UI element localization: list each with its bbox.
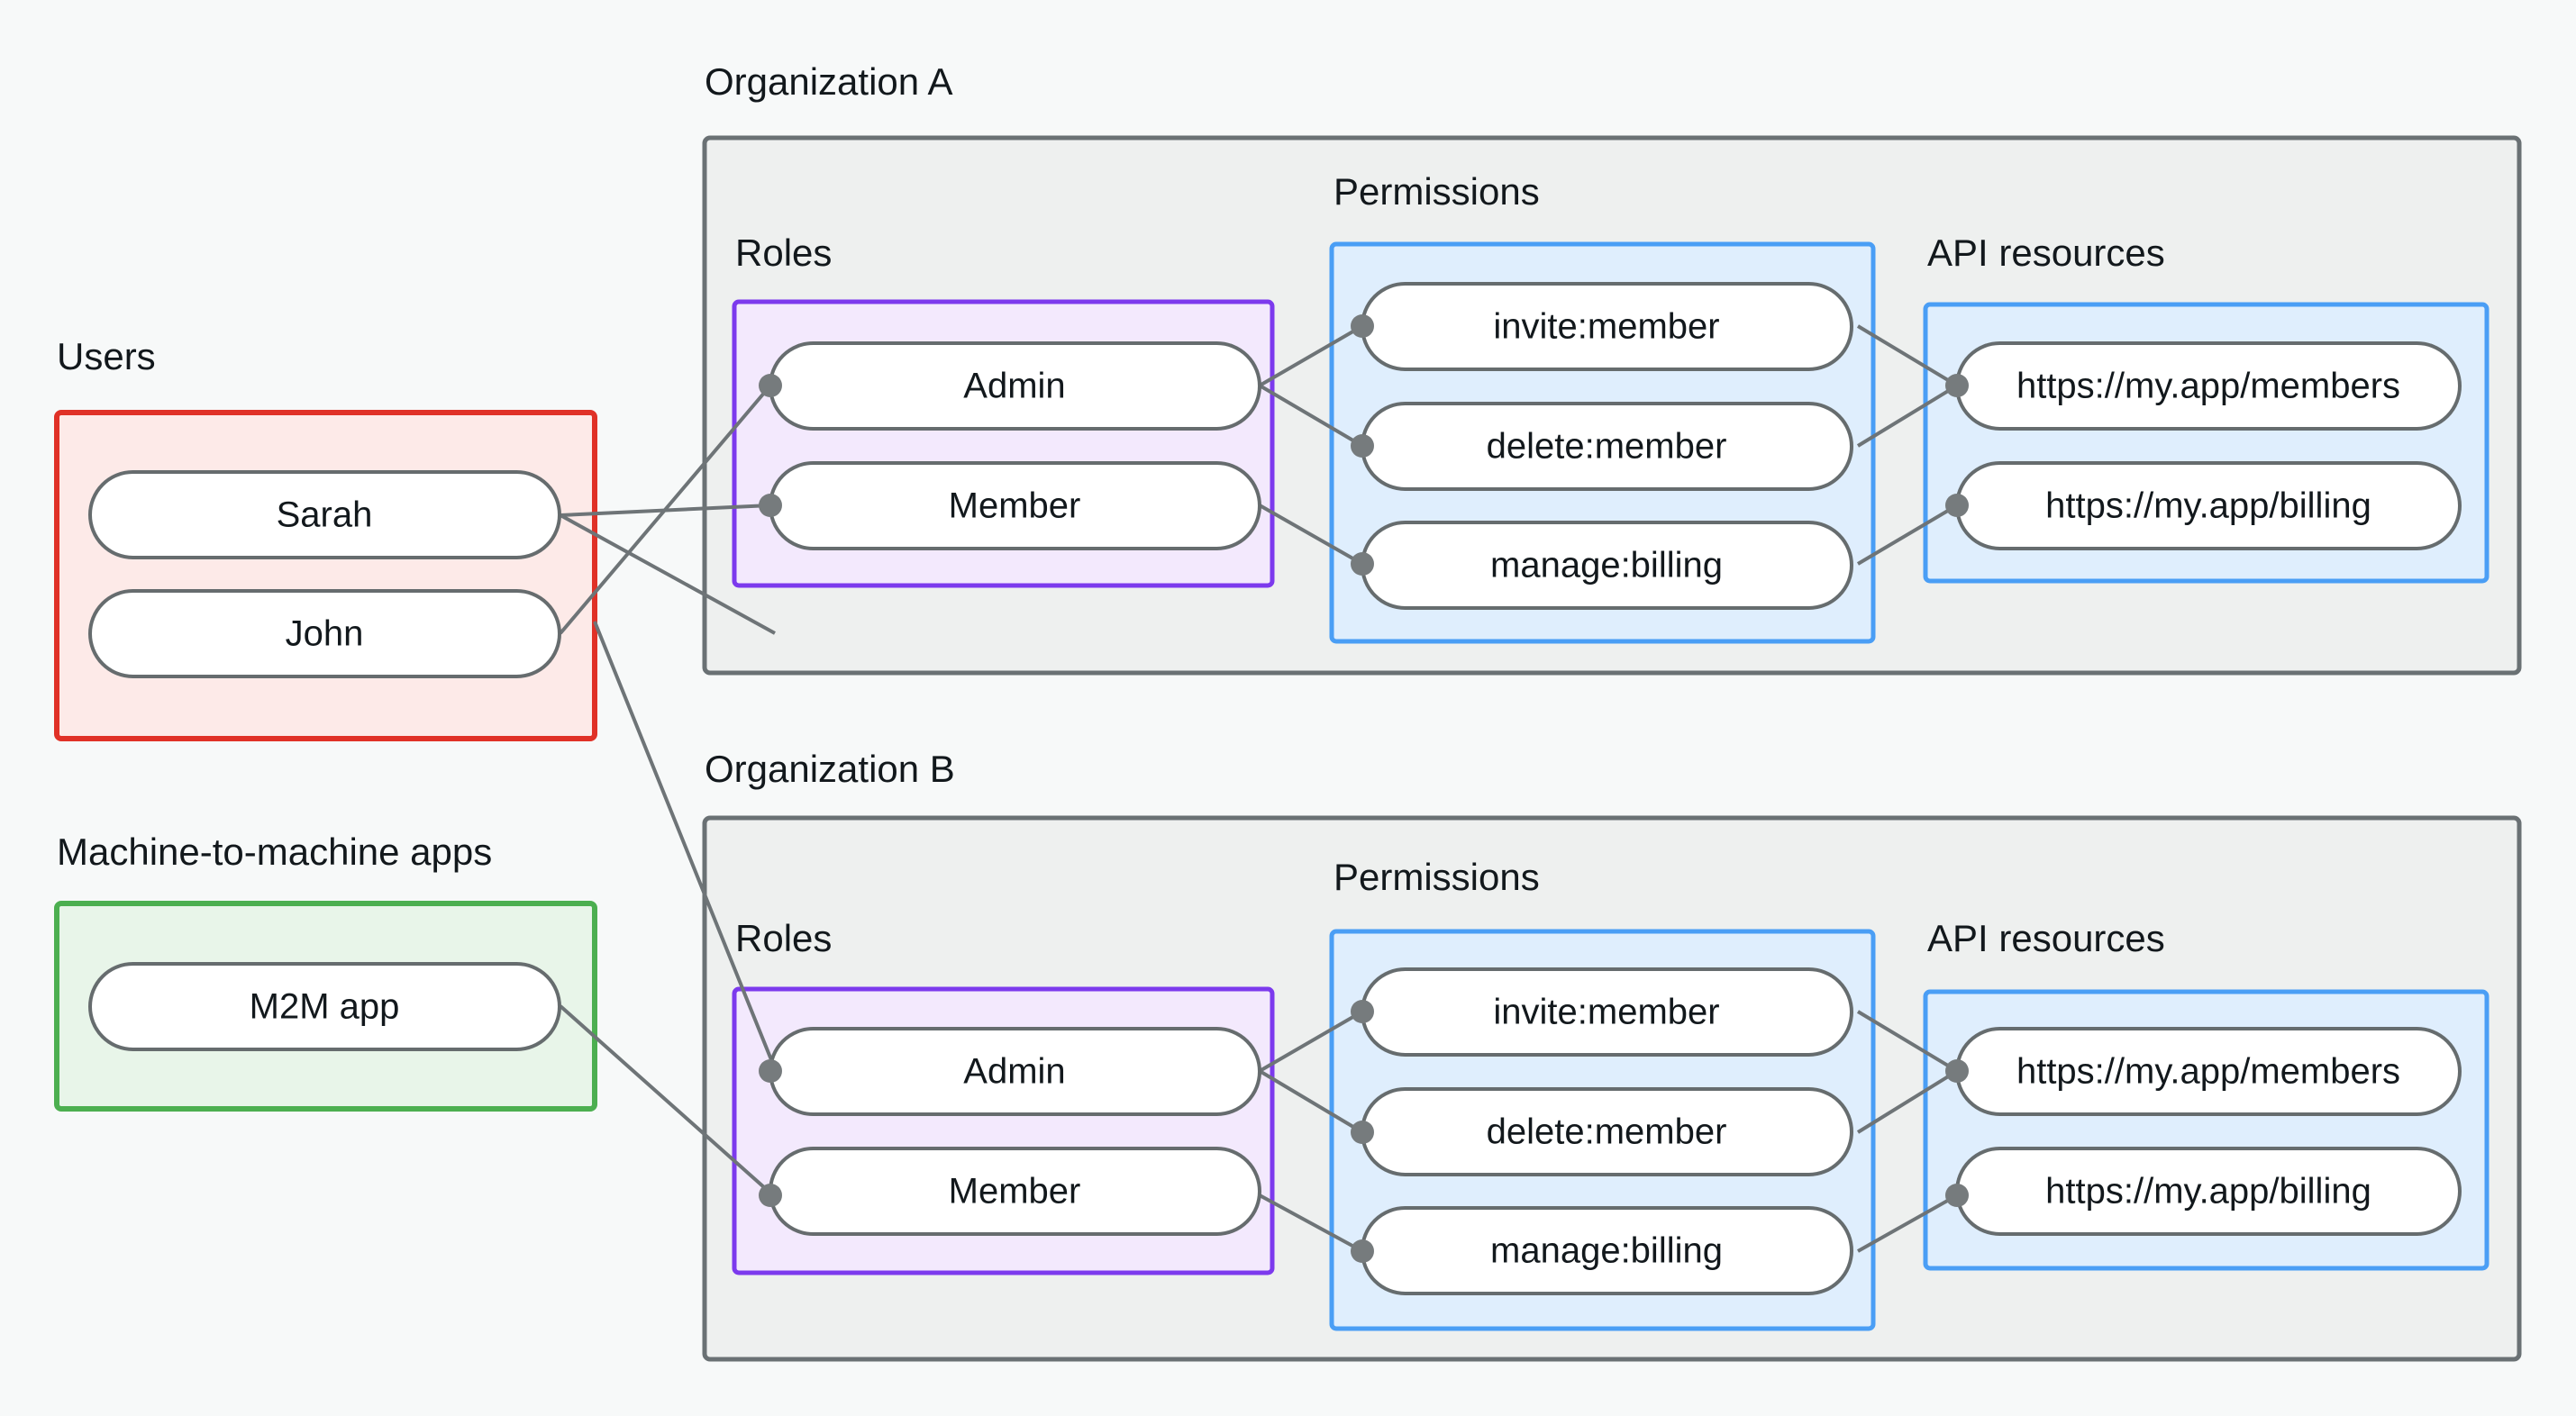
m2m-node-app[interactable]: M2M app bbox=[88, 962, 561, 1051]
edge-orga-billing-billingres bbox=[1856, 504, 1959, 566]
edge-orgb-admin-invite bbox=[1258, 1010, 1364, 1073]
edge-m2m-orgb-member bbox=[559, 1004, 775, 1197]
org-a-permission-delete-member[interactable]: delete:member bbox=[1361, 402, 1853, 491]
dot-orga-member-in bbox=[759, 494, 782, 517]
edge-orga-admin-delete bbox=[1258, 384, 1364, 448]
edge-john-orgb-admin bbox=[593, 621, 778, 1072]
org-a-role-admin-label: Admin bbox=[963, 367, 1065, 406]
edge-orgb-delete-members bbox=[1856, 1069, 1959, 1134]
org-b-resources-label: API resources bbox=[1927, 917, 2165, 959]
dot-orga-billingres-in bbox=[1945, 494, 1969, 517]
org-a-resources-label: API resources bbox=[1927, 231, 2165, 274]
org-a-resource-members-label: https://my.app/members bbox=[2016, 367, 2400, 406]
org-a-permission-manage-billing[interactable]: manage:billing bbox=[1361, 521, 1853, 610]
org-b-resource-members[interactable]: https://my.app/members bbox=[1955, 1027, 2462, 1116]
pill-shape bbox=[88, 962, 561, 1051]
org-b-role-member[interactable]: Member bbox=[769, 1147, 1261, 1236]
org-b-permissions-label: Permissions bbox=[1334, 856, 1540, 898]
dot-orga-admin-in bbox=[759, 374, 782, 397]
dot-orgb-member-in bbox=[759, 1184, 782, 1207]
org-a-resource-billing[interactable]: https://my.app/billing bbox=[1955, 461, 2462, 550]
dot-orgb-delete-in bbox=[1351, 1121, 1374, 1144]
dot-orgb-billing-in bbox=[1351, 1239, 1374, 1263]
org-a-role-admin[interactable]: Admin bbox=[769, 341, 1261, 431]
org-a-permission-manage-billing-label: manage:billing bbox=[1490, 546, 1723, 585]
edge-orgb-invite-members bbox=[1856, 1010, 1959, 1073]
dot-orgb-billingres-in bbox=[1945, 1184, 1969, 1207]
m2m-group-label: Machine-to-machine apps bbox=[57, 831, 492, 873]
dot-orgb-admin-in bbox=[759, 1059, 782, 1083]
users-group-label: Users bbox=[57, 335, 156, 377]
dot-orgb-invite-in bbox=[1351, 1000, 1374, 1023]
org-b-permission-delete-member-label: delete:member bbox=[1487, 1112, 1727, 1152]
edge-layer bbox=[559, 324, 1959, 1253]
org-b-roles-label: Roles bbox=[735, 917, 832, 959]
dot-orga-delete-in bbox=[1351, 434, 1374, 458]
org-a-resource-billing-label: https://my.app/billing bbox=[2045, 486, 2371, 526]
edge-orga-admin-invite bbox=[1258, 324, 1364, 387]
org-b-permission-delete-member[interactable]: delete:member bbox=[1361, 1087, 1853, 1176]
users-node-john[interactable]: John bbox=[88, 589, 561, 678]
edge-orga-member-billing bbox=[1259, 504, 1363, 566]
edge-orga-invite-members bbox=[1856, 324, 1959, 387]
org-b-resource-members-label: https://my.app/members bbox=[2016, 1052, 2400, 1092]
org-b-role-admin-label: Admin bbox=[963, 1052, 1065, 1092]
dot-orga-invite-in bbox=[1351, 314, 1374, 338]
org-b-role-member-label: Member bbox=[949, 1172, 1081, 1212]
m2m-node-app-label: M2M app bbox=[250, 987, 400, 1027]
org-b-role-admin[interactable]: Admin bbox=[769, 1027, 1261, 1116]
org-b-permission-manage-billing-label: manage:billing bbox=[1490, 1231, 1723, 1271]
pill-shape bbox=[88, 470, 561, 559]
org-b-permission-manage-billing[interactable]: manage:billing bbox=[1361, 1206, 1853, 1295]
org-b-resource-billing-label: https://my.app/billing bbox=[2045, 1172, 2371, 1212]
org-a-label: Organization A bbox=[705, 60, 953, 103]
org-a-resource-members[interactable]: https://my.app/members bbox=[1955, 341, 2462, 431]
org-b-permission-invite-member-label: invite:member bbox=[1493, 993, 1719, 1032]
dot-orga-billing-in bbox=[1351, 552, 1374, 576]
org-b-label: Organization B bbox=[705, 748, 955, 790]
users-box bbox=[54, 410, 597, 741]
pill-shape bbox=[88, 589, 561, 678]
org-b-permission-invite-member[interactable]: invite:member bbox=[1361, 967, 1853, 1057]
dot-orgb-members-in bbox=[1945, 1059, 1969, 1083]
users-node-sarah-label: Sarah bbox=[277, 495, 373, 535]
users-node-sarah[interactable]: Sarah bbox=[88, 470, 561, 559]
edge-orgb-member-billing bbox=[1259, 1194, 1363, 1253]
endpoint-dot-layer bbox=[759, 314, 1969, 1263]
org-a-permission-invite-member[interactable]: invite:member bbox=[1361, 282, 1853, 371]
org-a-role-member[interactable]: Member bbox=[769, 461, 1261, 550]
org-a-permission-delete-member-label: delete:member bbox=[1487, 427, 1727, 467]
edge-orgb-billing-billingres bbox=[1857, 1194, 1958, 1253]
edge-orgb-admin-delete bbox=[1258, 1069, 1364, 1134]
org-a-role-member-label: Member bbox=[949, 486, 1081, 526]
org-b-resource-billing[interactable]: https://my.app/billing bbox=[1955, 1147, 2462, 1236]
users-node-john-label: John bbox=[286, 614, 364, 654]
edge-orga-delete-members bbox=[1856, 384, 1959, 448]
edge-john-orga-admin bbox=[559, 384, 772, 635]
dot-orga-members-in bbox=[1945, 374, 1969, 397]
edge-sarah-cross bbox=[560, 513, 776, 635]
org-a-permission-invite-member-label: invite:member bbox=[1493, 307, 1719, 347]
org-a-permissions-label: Permissions bbox=[1334, 170, 1540, 213]
org-a-roles-label: Roles bbox=[735, 231, 832, 274]
